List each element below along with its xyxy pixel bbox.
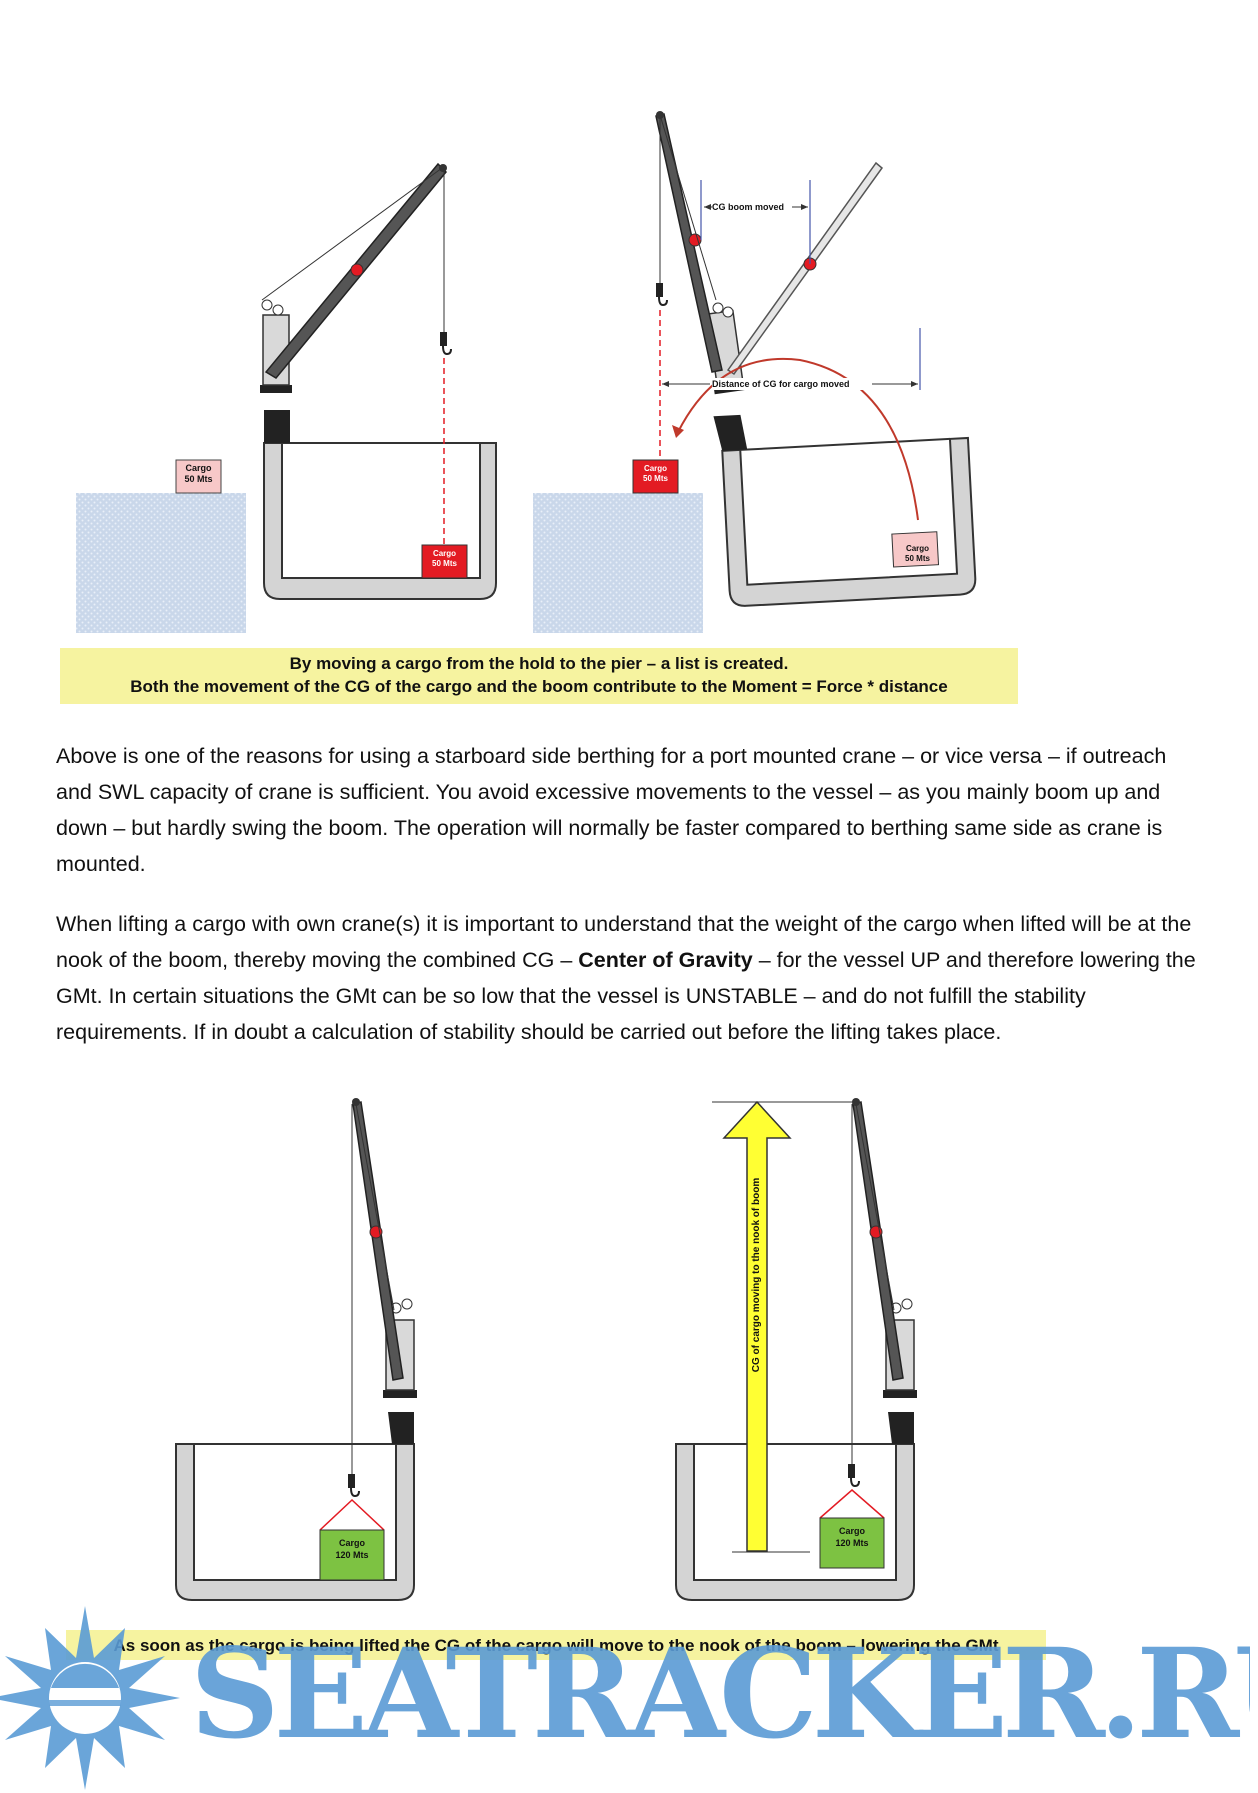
watermark-text: SEATRACKER.RU — [190, 1622, 1250, 1767]
cg-boom-moved-label: CG boom moved — [712, 201, 792, 213]
right-scene — [533, 111, 977, 633]
paragraph-lifting-part1: When lifting a cargo with own crane(s) i… — [56, 912, 1192, 972]
left-hold-cargo-label: Cargo 50 Mts — [432, 549, 457, 568]
hold-cargo-box — [421, 544, 468, 579]
pier-cargo-box — [175, 459, 222, 494]
paragraph-lifting-bold: Center of Gravity — [578, 948, 753, 972]
pier — [76, 493, 246, 633]
hold-cargo-box — [891, 531, 940, 568]
left-scene — [76, 162, 497, 633]
sun-icon — [0, 1606, 180, 1790]
right-scene-lift — [675, 1098, 917, 1601]
right-hold-cargo-label: Cargo 50 Mts — [905, 544, 930, 563]
left-cargo-label: Cargo 120 Mts — [335, 1538, 369, 1560]
paragraph-berthing: Above is one of the reasons for using a … — [56, 744, 1167, 876]
figure-list-diagram — [76, 111, 977, 633]
distance-cg-label: Distance of CG for cargo moved — [712, 378, 872, 390]
cargo-box — [819, 1517, 885, 1569]
pier-cargo-box — [632, 459, 679, 494]
caption-line-1: By moving a cargo from the hold to the p… — [289, 654, 789, 673]
hull — [263, 442, 497, 600]
caption-line-2: Both the movement of the CG of the cargo… — [130, 677, 948, 696]
figure2-caption: As soon as the cargo is being lifted the… — [66, 1630, 1046, 1660]
cg-arrow — [722, 1100, 792, 1552]
hull-listed — [721, 436, 977, 607]
crane-boom-up — [655, 113, 723, 373]
left-pier-cargo-label: Cargo 50 Mts — [184, 463, 213, 484]
figure1-caption: By moving a cargo from the hold to the p… — [60, 648, 1018, 704]
cargo-box — [319, 1529, 385, 1581]
crane-boom-old — [726, 161, 884, 376]
right-cargo-label: Cargo 120 Mts — [835, 1526, 869, 1548]
left-scene-lift — [175, 1098, 417, 1601]
cg-arrow-label: CG of cargo moving to the nook of boom — [751, 1177, 762, 1373]
paragraph-lifting-part2: – for the vessel UP and therefore loweri… — [56, 948, 1196, 1044]
right-pier-cargo-label: Cargo 50 Mts — [643, 464, 668, 483]
crane-boom — [852, 1101, 904, 1381]
paragraph-lifting: When lifting a cargo with own crane(s) i… — [56, 906, 1206, 1050]
figure-lift-diagram — [175, 1098, 917, 1601]
pier — [533, 493, 703, 633]
watermark-logo — [0, 1606, 180, 1790]
crane-boom — [352, 1101, 404, 1381]
